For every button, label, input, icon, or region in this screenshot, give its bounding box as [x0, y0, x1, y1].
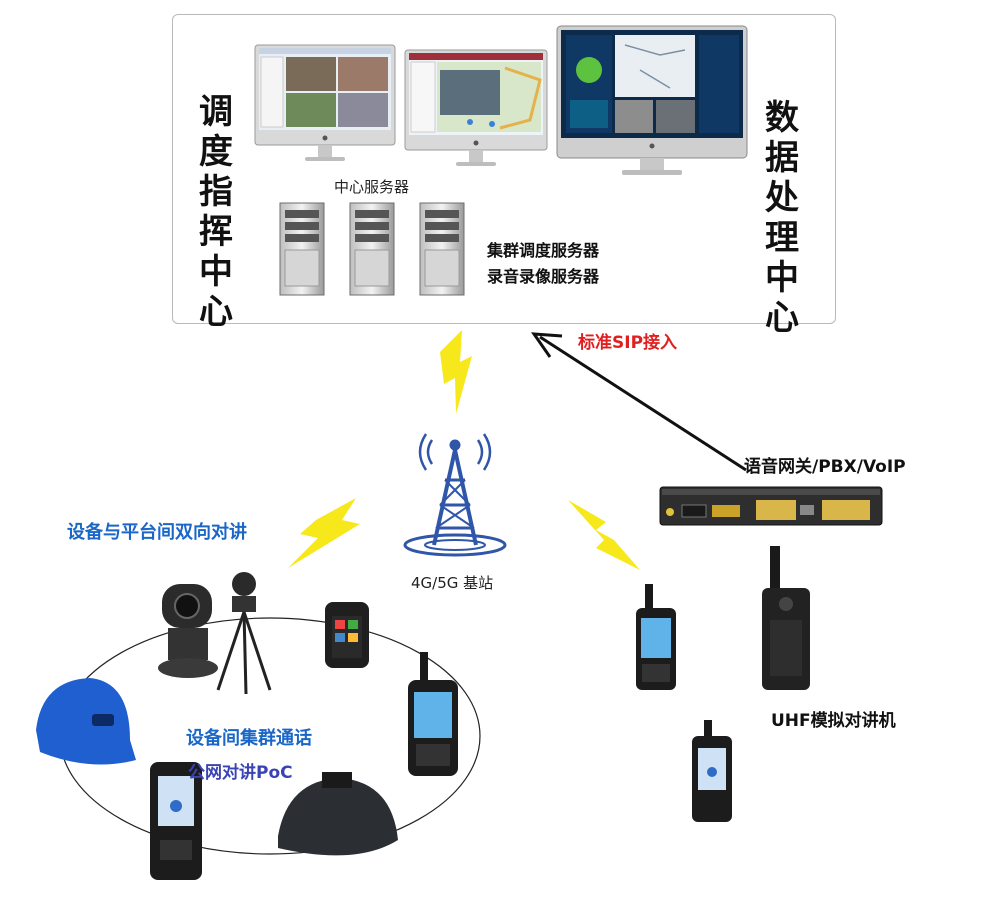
monitor-dashboard: [556, 25, 748, 175]
sip-label: 标准SIP接入: [578, 333, 678, 353]
lightning-bolt-right: [568, 500, 640, 570]
server-caption: 中心服务器: [334, 178, 410, 196]
poc-radio-right-2: [692, 720, 732, 822]
monitor-video-wall: [254, 44, 396, 161]
base-station-label: 4G/5G 基站: [411, 574, 494, 592]
body-camera-device: [325, 602, 369, 668]
data-center-label: 数据处理中心: [765, 98, 799, 338]
uhf-analog-radio: [762, 546, 810, 690]
command-center-label: 调度指挥中心: [199, 92, 233, 332]
cluster-call-label: 设备间集群通话: [186, 728, 312, 749]
lightning-bolt-top: [440, 330, 472, 414]
tripod-camera-device: [216, 572, 272, 695]
gateway-label: 语音网关/PBX/VoIP: [744, 457, 906, 477]
poc-radio-center: [408, 652, 458, 776]
cluster-dispatch-server-label: 集群调度服务器: [487, 241, 600, 260]
poc-radio-right-1: [636, 584, 676, 690]
sip-arrow: [530, 332, 747, 472]
monitor-map-view: [404, 49, 548, 166]
ptz-camera-device: [158, 584, 218, 678]
voice-gateway-device: [659, 486, 883, 526]
two-way-talk-label: 设备与平台间双向对讲: [67, 522, 247, 543]
poc-label: 公网对讲PoC: [188, 763, 293, 783]
lightning-bolt-left: [288, 498, 360, 568]
base-station-tower-icon: [403, 433, 507, 557]
uhf-label: UHF模拟对讲机: [771, 711, 896, 731]
server-names: 集群调度服务器 录音录像服务器: [487, 238, 599, 290]
tactical-helmet-device: [278, 772, 398, 856]
recording-server-label: 录音录像服务器: [487, 267, 600, 286]
server-towers: [279, 202, 465, 296]
helmet-camera-device: [36, 678, 136, 765]
poc-radio-left: [150, 762, 202, 880]
